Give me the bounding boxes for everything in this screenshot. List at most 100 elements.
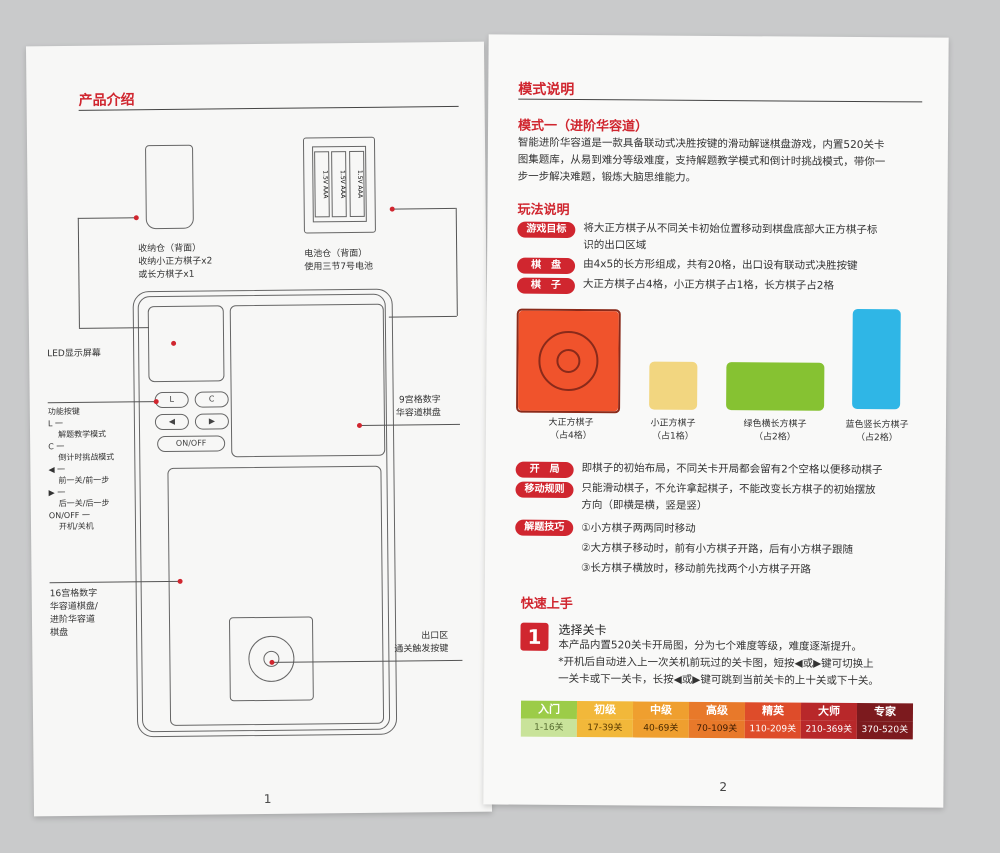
led-label: LED显示屏幕: [47, 348, 101, 360]
grid16-label: 16宫格数字 华容道棋盘/ 进阶华容道 棋盘: [50, 588, 99, 641]
piece-name: 大正方棋子: [548, 417, 594, 429]
level-range: 70-109关: [688, 719, 745, 739]
goal-text-line: 识的出口区域: [583, 239, 647, 252]
led-screen: [147, 305, 225, 383]
tips-text: ①小方棋子两两同时移动 ②大方棋子移动时，前有小方棋子开路，后有小方棋子跟随 ③…: [581, 518, 853, 580]
piece-cells: （占4格）: [549, 430, 592, 442]
vertical-rect-caption: 蓝色竖长方棋子 （占2格）: [832, 419, 922, 446]
l-button[interactable]: L: [154, 391, 189, 409]
big-square-caption: 大正方棋子 （占4格）: [536, 417, 606, 443]
level-name: 大师: [800, 702, 858, 721]
battery-cell: 1.5V AAA: [314, 151, 330, 218]
grid16-label-line: 16宫格数字: [49, 588, 98, 600]
big-square-center: [556, 348, 581, 374]
level-name: 精英: [744, 702, 802, 721]
small-square-piece: [649, 361, 698, 410]
quickstart-title: 快速上手: [520, 596, 573, 613]
function-key-line: ▶ 一: [48, 487, 66, 497]
level-name: 初级: [576, 701, 634, 720]
level-name: 高级: [688, 701, 746, 721]
mode1-description: 智能进阶华容道是一款具备联动式决胜按键的滑动解谜棋盘游戏，内置520关卡 图集题…: [518, 135, 886, 189]
mode1-desc-line: 步一步解决难题，锻炼大脑思维能力。: [517, 170, 697, 184]
leader-line: [391, 207, 456, 210]
function-key-line: 解题教学模式: [58, 429, 107, 440]
page-number: 1: [263, 791, 272, 806]
function-key-line: 倒计时挑战模式: [58, 452, 115, 463]
step-line: 一关卡或下一关卡，长按◀或▶键可跳到当前关卡的上十关或下十关。: [558, 672, 879, 688]
leader-dot: [133, 215, 139, 221]
function-key-line: 后一关/后一步: [58, 498, 110, 509]
storage-caption-line: 或长方棋子x1: [138, 269, 195, 281]
function-key-line: ◀ 一: [48, 464, 66, 474]
grid9-label-line: 华容道棋盘: [395, 408, 441, 419]
battery-cell: 1.5V AAA: [348, 150, 365, 218]
product-intro-title: 产品介绍: [78, 92, 135, 109]
grid9-board: [229, 303, 386, 458]
goal-text: 将大正方棋子从不同关卡初始位置移动到棋盘底部大正方棋子标 识的出口区域: [583, 220, 877, 256]
tip-line: ②大方棋子移动时，前有小方棋子开路，后有小方棋子跟随: [581, 542, 854, 556]
level-range: 370-520关: [856, 720, 913, 740]
exit-label: 出口区 通关触发按键: [394, 630, 448, 657]
grid16-label-line: 进阶华容道: [49, 614, 96, 626]
vertical-rect-piece: [852, 308, 901, 410]
leader-dot: [177, 578, 183, 584]
step-title: 选择关卡: [558, 622, 607, 638]
board-text: 由4x5的长方形组成，共有20格，出口设有联动式决胜按键: [583, 258, 858, 272]
leader-dot: [269, 659, 275, 665]
level-range: 210-369关: [800, 720, 857, 739]
piece-cells: （占2格）: [855, 432, 898, 444]
function-key-line: ON/OFF 一: [48, 510, 90, 520]
level-name: 专家: [856, 702, 914, 722]
right-page: 模式说明 模式一（进阶华容道） 智能进阶华容道是一款具备联动式决胜按键的滑动解谜…: [483, 34, 949, 808]
leader-dot: [356, 422, 362, 428]
mode-description-title: 模式说明: [518, 81, 575, 99]
grid16-label-line: 华容道棋盘/: [49, 601, 98, 613]
level-range: 40-69关: [632, 719, 689, 738]
setup-text: 即棋子的初始布局，不同关卡开局都会留有2个空格以便移动棋子: [581, 462, 883, 477]
pieces-tag: 棋 子: [516, 277, 575, 295]
storage-caption-line: 收纳仓（背面）: [138, 243, 202, 255]
big-square-piece: [516, 308, 621, 414]
step-description: 本产品内置520关卡开局图，分为七个难度等级，难度逐渐提升。 *开机后自动进入上…: [558, 637, 879, 690]
level-name: 入门: [520, 700, 578, 720]
horizontal-rect-piece: [726, 362, 825, 411]
storage-caption-line: 收纳小正方棋子x2: [138, 256, 213, 268]
board-tag: 棋 盘: [517, 257, 576, 275]
exit-label-line: 出口区: [421, 631, 449, 642]
piece-name: 小正方棋子: [650, 418, 696, 429]
page-number: 2: [719, 780, 728, 795]
leader-line: [359, 423, 460, 426]
mode1-title: 模式一（进阶华容道）: [518, 118, 649, 135]
battery-caption-line: 使用三节7号电池: [304, 261, 374, 273]
c-button[interactable]: C: [194, 391, 229, 408]
prev-button[interactable]: ◀: [154, 413, 190, 431]
next-button[interactable]: ▶: [194, 413, 230, 430]
goal-text-line: 将大正方棋子从不同关卡初始位置移动到棋盘底部大正方棋子标: [583, 222, 878, 237]
rules-title: 玩法说明: [517, 202, 570, 218]
function-key-line: 前一关/前一步: [58, 475, 110, 486]
tips-tag: 解题技巧: [515, 519, 574, 537]
onoff-button[interactable]: ON/OFF: [157, 435, 226, 453]
storage-caption: 收纳仓（背面） 收纳小正方棋子x2 或长方棋子x1: [138, 242, 212, 282]
battery-holder: 1.5V AAA 1.5V AAA 1.5V AAA: [312, 145, 367, 223]
leader-dot: [389, 206, 395, 212]
storage-compartment: [145, 144, 194, 230]
grid16-label-line: 棋盘: [50, 628, 69, 639]
function-key-line: C 一: [48, 441, 65, 451]
level-name: 中级: [632, 701, 690, 720]
leader-dot: [171, 340, 177, 346]
small-square-caption: 小正方棋子 （占1格）: [638, 417, 708, 443]
piece-name: 绿色横长方棋子: [743, 419, 807, 430]
move-rules-line: 只能滑动棋子，不允许拿起棋子，不能改变长方棋子的初始摆放: [581, 482, 876, 497]
function-key-line: 开机/关机: [58, 521, 94, 532]
piece-cells: （占2格）: [753, 432, 796, 443]
exit-label-line: 通关触发按键: [394, 644, 449, 655]
leader-line: [388, 315, 457, 318]
piece-cells: （占1格）: [651, 431, 694, 442]
